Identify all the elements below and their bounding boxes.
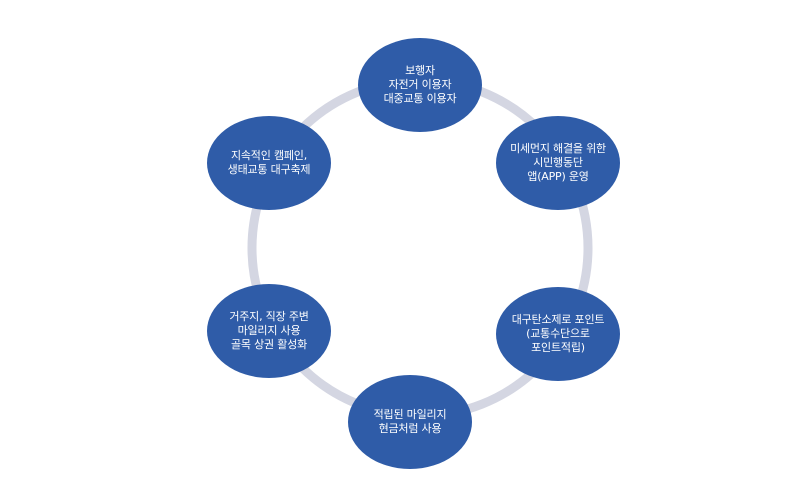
node-pedestrian-cyclist-transit: 보행자 자전거 이용자 대중교통 이용자 [358,38,482,132]
node-label: 대구탄소제로 포인트 (교통수단으로 포인트적립) [511,313,605,354]
node-app-operation: 미세먼지 해결을 위한 시민행동단 앱(APP) 운영 [496,116,620,210]
node-label: 지속적인 캠페인, 생태교통 대구축제 [227,149,311,176]
node-carbon-zero-points: 대구탄소제로 포인트 (교통수단으로 포인트적립) [496,287,620,381]
node-local-business: 거주지, 직장 주변 마일리지 사용 골목 상권 활성화 [207,284,331,378]
node-label: 미세먼지 해결을 위한 시민행동단 앱(APP) 운영 [510,142,606,183]
node-mileage-as-cash: 적립된 마일리지 현금처럼 사용 [348,375,472,469]
node-label: 적립된 마일리지 현금처럼 사용 [373,408,447,435]
node-campaign-festival: 지속적인 캠페인, 생태교통 대구축제 [207,116,331,210]
node-label: 보행자 자전거 이용자 대중교통 이용자 [383,64,457,105]
node-label: 거주지, 직장 주변 마일리지 사용 골목 상권 활성화 [229,310,309,351]
